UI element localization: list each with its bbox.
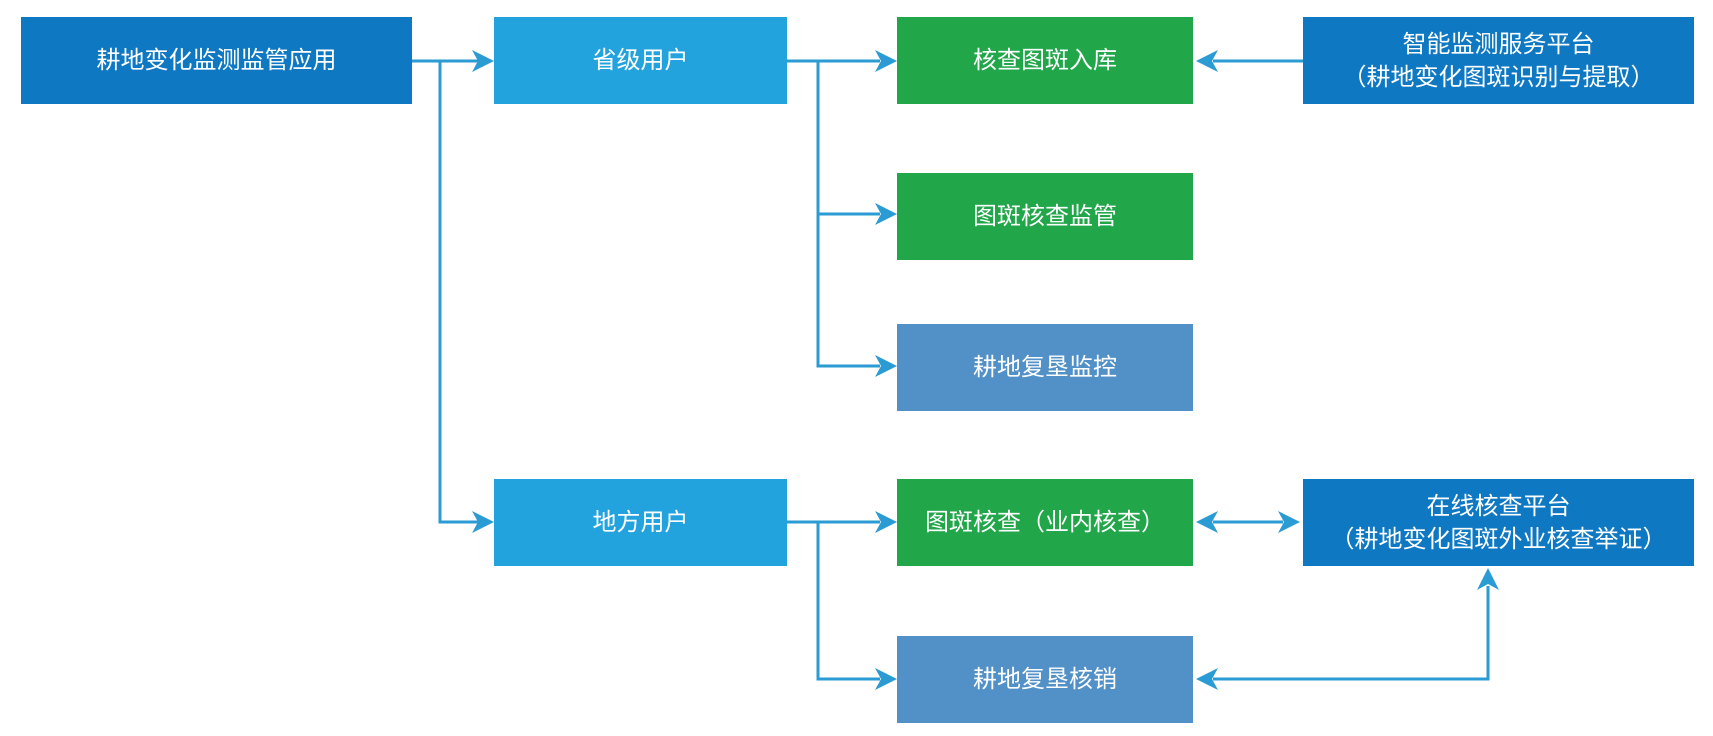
node-subtitle: （耕地变化图斑识别与提取） xyxy=(1342,62,1655,91)
node-online-verification-platform: 在线核查平台 （耕地变化图斑外业核查举证） xyxy=(1303,479,1694,566)
connector-provincial-to-supervision xyxy=(816,61,880,216)
arrowhead-to-storage xyxy=(875,50,897,72)
arrowhead-online-to-verification xyxy=(1196,511,1218,533)
node-label: 耕地变化监测监管应用 xyxy=(96,46,337,75)
node-provincial-user: 省级用户 xyxy=(494,17,787,104)
arrowhead-online-to-cancellation xyxy=(1196,668,1218,690)
node-title: 智能监测服务平台 xyxy=(1402,30,1595,59)
arrowhead-to-provincial xyxy=(472,50,494,72)
arrowhead-smart-to-storage xyxy=(1196,50,1218,72)
node-title: 在线核查平台 xyxy=(1426,492,1571,521)
node-label: 地方用户 xyxy=(592,508,689,537)
node-label: 图斑核查监管 xyxy=(973,202,1117,231)
node-label: 省级用户 xyxy=(592,46,689,75)
node-reclamation-cancellation: 耕地复垦核销 xyxy=(897,636,1193,723)
node-smart-monitoring-platform: 智能监测服务平台 （耕地变化图斑识别与提取） xyxy=(1303,17,1694,104)
arrowhead-to-cancellation xyxy=(875,668,897,690)
connector-provincial-to-monitoring xyxy=(816,214,880,368)
arrowhead-to-supervision xyxy=(875,203,897,225)
node-subtitle: （耕地变化图斑外业核查举证） xyxy=(1330,524,1667,553)
node-label: 核查图斑入库 xyxy=(973,46,1117,75)
connector-app-to-local xyxy=(438,61,478,524)
connector-local-to-cancellation xyxy=(816,522,880,681)
node-reclamation-monitoring: 耕地复垦监控 xyxy=(897,324,1193,411)
arrowhead-to-monitoring xyxy=(875,355,897,377)
node-patch-storage: 核查图斑入库 xyxy=(897,17,1193,104)
connector-cancellation-online xyxy=(1213,586,1490,681)
node-farmland-monitoring-app: 耕地变化监测监管应用 xyxy=(21,17,412,104)
node-local-user: 地方用户 xyxy=(494,479,787,566)
arrowhead-to-verification xyxy=(875,511,897,533)
node-label: 耕地复垦监控 xyxy=(973,353,1117,382)
node-label: 耕地复垦核销 xyxy=(973,665,1117,694)
arrowhead-cancellation-to-online xyxy=(1477,568,1499,590)
node-label: 图斑核查（业内核查） xyxy=(925,508,1165,537)
arrowhead-verification-to-online xyxy=(1278,511,1300,533)
arrowhead-to-local xyxy=(472,511,494,533)
node-patch-verification: 图斑核查（业内核查） xyxy=(897,479,1193,566)
node-patch-supervision: 图斑核查监管 xyxy=(897,173,1193,260)
